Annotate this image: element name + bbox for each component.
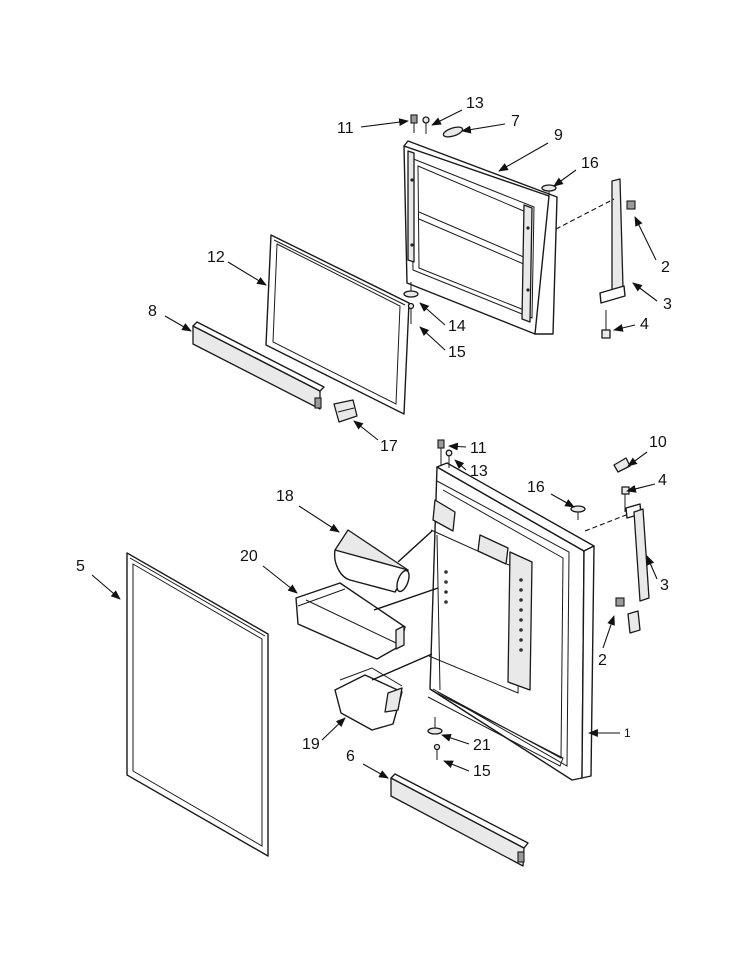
hinge-3-bot <box>625 503 650 634</box>
callout-c-2-bot: 2 <box>598 652 607 669</box>
leader-c-14 <box>419 302 446 326</box>
callout-c-7: 7 <box>511 113 520 130</box>
leader-c-10 <box>627 451 648 467</box>
leader-c-13-top <box>431 109 463 126</box>
screw-15-top <box>407 302 415 324</box>
cap-17 <box>333 399 358 423</box>
callout-c-13-bot: 13 <box>470 463 488 480</box>
plug-16-top <box>541 184 557 198</box>
screw-11-top <box>410 114 418 133</box>
callout-c-6: 6 <box>346 748 355 765</box>
leader-c-6 <box>362 763 389 779</box>
door-dimples <box>444 570 523 652</box>
leader-c-16-bot <box>550 493 575 508</box>
screw-4-top <box>601 310 611 339</box>
callout-c-18: 18 <box>276 488 294 505</box>
callout-c-13-top: 13 <box>466 95 484 112</box>
callout-c-11-top: 11 <box>337 120 354 137</box>
handle-trim-7 <box>442 126 464 138</box>
bushing-2-bot <box>615 597 625 607</box>
fresh-food-door-1 <box>427 462 595 781</box>
screw-10 <box>613 457 631 473</box>
callout-c-15-bot: 15 <box>473 763 491 780</box>
leader-c-12 <box>227 261 267 286</box>
leader-c-3-bot <box>646 555 658 580</box>
callout-c-4-top: 4 <box>640 316 649 333</box>
leader-c-16-top <box>553 169 577 187</box>
callout-c-1: 1 <box>624 726 631 740</box>
leader-c-15-top <box>419 326 446 351</box>
callout-c-12: 12 <box>207 249 225 266</box>
freezer-gasket-12 <box>265 234 410 415</box>
leader-c-17 <box>353 420 379 441</box>
screw-13-top <box>422 116 430 134</box>
leader-c-19 <box>321 717 346 741</box>
leader-c-2-top <box>634 216 657 261</box>
leader-c-13-bot <box>454 459 467 471</box>
screw-11-bot <box>437 439 445 465</box>
callout-c-3-bot: 3 <box>660 577 669 594</box>
leader-c-7 <box>461 123 506 134</box>
callout-c-17: 17 <box>380 438 398 455</box>
leader-c-4-bot <box>626 483 656 493</box>
callout-c-15-top: 15 <box>448 344 466 361</box>
callout-c-8: 8 <box>148 303 157 320</box>
callout-c-19: 19 <box>302 736 320 753</box>
callout-c-5: 5 <box>76 558 85 575</box>
bushing-2-top <box>626 200 636 210</box>
callout-c-20: 20 <box>240 548 258 565</box>
leader-c-18 <box>298 505 340 533</box>
callout-c-10: 10 <box>649 434 667 451</box>
leader-c-3-top <box>632 282 658 302</box>
screw-15-bot <box>433 743 441 760</box>
callout-c-2-top: 2 <box>661 259 670 276</box>
plug-16-bot <box>570 505 586 520</box>
leader-c-9 <box>498 142 549 172</box>
door-bin-20 <box>295 582 406 660</box>
leader-c-11-bot <box>448 442 467 451</box>
washer-14-top <box>403 282 419 298</box>
leader-c-21 <box>441 734 470 745</box>
fresh-food-gasket-5 <box>126 552 269 857</box>
shelf-trim-8 <box>192 321 325 410</box>
callout-c-16-bot: 16 <box>527 479 545 496</box>
callout-c-14: 14 <box>448 318 466 335</box>
freezer-door-liner-9 <box>403 140 558 335</box>
door-bin-19 <box>334 667 403 731</box>
leader-c-15-bot <box>443 760 470 772</box>
leader-c-4-top <box>613 324 636 332</box>
shelf-trim-6 <box>390 773 529 867</box>
leader-c-2-bot <box>602 615 615 649</box>
washer-21 <box>427 717 443 735</box>
callout-c-16-top: 16 <box>581 155 599 172</box>
callout-c-4-bot: 4 <box>658 472 667 489</box>
callout-c-3-top: 3 <box>663 296 672 313</box>
center-hinge-3 <box>599 178 626 304</box>
leader-c-8 <box>164 315 192 332</box>
callout-c-9: 9 <box>554 127 563 144</box>
callout-c-21: 21 <box>473 737 491 754</box>
callout-c-11-bot: 11 <box>470 440 487 457</box>
leader-c-5 <box>91 574 121 600</box>
dairy-bin-18 <box>333 529 410 593</box>
leader-c-11-top <box>360 118 409 128</box>
leader-c-20 <box>262 565 298 594</box>
